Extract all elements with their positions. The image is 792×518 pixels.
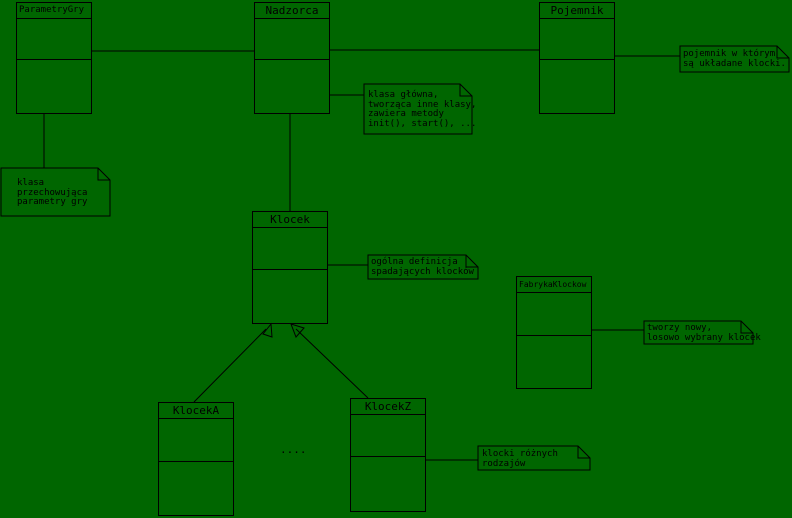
class-klocekz[interactable]: KlocekZ (350, 398, 426, 512)
class-name-pojemnik: Pojemnik (540, 3, 614, 19)
class-parametrygry[interactable]: ParametryGry (16, 2, 92, 114)
note-shape-fabryka (643, 320, 754, 345)
class-pojemnik[interactable]: Pojemnik (539, 2, 615, 114)
attributes-section (351, 415, 425, 457)
class-name-klocek: Klocek (253, 212, 327, 228)
inheritance-arrowhead-left (262, 322, 273, 338)
attributes-section (253, 228, 327, 270)
class-name-nadzorca: Nadzorca (255, 3, 329, 19)
class-name-klocekz: KlocekZ (351, 399, 425, 415)
note-klocki-pochodne: klocki różnych rodzajów (482, 449, 558, 469)
inheritance-klocekA (193, 328, 267, 403)
attributes-section (17, 19, 91, 60)
class-fabrykaklockow[interactable]: FabrykaKlockow (516, 276, 592, 389)
inheritance-klocekZ (295, 328, 369, 399)
note-nadzorca: klasa główna, tworząca inne klasy, zawie… (368, 90, 477, 129)
class-klocek[interactable]: Klocek (252, 211, 328, 324)
inheritance-arrowhead-right (290, 323, 305, 338)
note-fabrykaklockow: tworzy nowy, losowo wybrany klocek (647, 323, 761, 343)
attributes-section (255, 19, 329, 60)
attributes-section (540, 19, 614, 60)
note-shape-nadzorca (363, 83, 473, 135)
note-shape-klocek (367, 254, 479, 280)
note-pojemnik: pojemnik w którym są układane klocki. (683, 49, 786, 69)
ellipsis-more-classes: .... (280, 443, 307, 456)
class-kloceka[interactable]: KlocekA (158, 402, 234, 516)
attributes-section (159, 419, 233, 462)
class-name-fabrykaklockow: FabrykaKlockow (517, 277, 591, 293)
note-shape-klocki (477, 445, 591, 471)
class-name-parametrygry: ParametryGry (17, 3, 91, 19)
note-shape-pojemnik (679, 45, 790, 73)
note-parametrygry: klasa przechowująca parametry gry (17, 178, 88, 207)
class-name-kloceka: KlocekA (159, 403, 233, 419)
attributes-section (517, 293, 591, 336)
note-klocek: ogólna definicja spadających klocków (371, 257, 474, 277)
note-shape-parametrygry (0, 167, 111, 217)
class-nadzorca[interactable]: Nadzorca (254, 2, 330, 114)
